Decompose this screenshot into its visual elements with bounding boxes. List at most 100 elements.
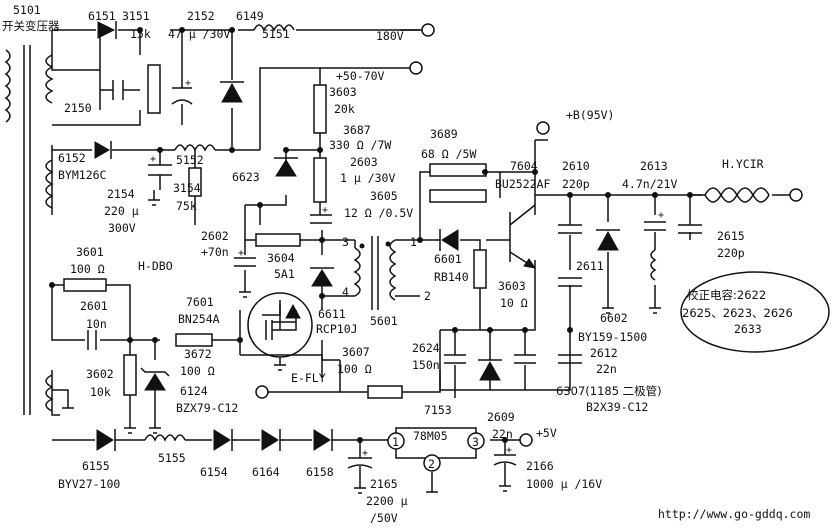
resistor-3687 (313, 157, 327, 203)
label-t-2152: 2152 (187, 9, 215, 23)
inductor-5155 (144, 434, 186, 442)
label-t-70n: +70n (201, 245, 229, 259)
capacitor-2612 (558, 354, 582, 364)
resistors (63, 64, 487, 399)
diode-6154 (213, 429, 233, 451)
label-t-15k: 15k (130, 27, 151, 41)
label-t-1u30v: 1 μ /30V (340, 171, 395, 185)
diode-6164 (261, 429, 281, 451)
label-t-100r-a: 100 Ω (70, 262, 105, 276)
label-t-2601: 2601 (80, 299, 108, 313)
capacitor-2603: + (310, 205, 332, 224)
capacitor-2610 (558, 224, 582, 234)
reg-pin-3: 3 (472, 435, 479, 449)
label-t-5101: 5101 (13, 3, 41, 17)
label-t-correction2: 2625、2623、2626 (682, 306, 793, 320)
label-t-10r: 10 Ω (500, 296, 528, 310)
svg-text:+: + (658, 210, 664, 221)
capacitor-2601 (87, 330, 97, 350)
label-t-6151: 6151 (88, 9, 116, 23)
label-t-2615: 2615 (717, 229, 745, 243)
label-t-22n-a: 22n (596, 362, 617, 376)
terminals (255, 23, 803, 447)
label-t-1000u: 1000 μ /16V (526, 477, 602, 491)
label-t-2624: 2624 (412, 341, 440, 355)
label-t-2150: 2150 (64, 101, 92, 115)
label-t-22n-b: 22n (492, 427, 513, 441)
label-t-efly: E-FLY (291, 371, 326, 385)
label-t-website: http://www.go-gddq.com (658, 507, 810, 521)
label-t-6124: 6124 (180, 384, 208, 398)
zener-6124 (140, 367, 170, 391)
label-t-3672: 3672 (184, 347, 212, 361)
resistor-3605 (429, 189, 487, 203)
resistor-3154 (188, 167, 202, 197)
terminal-hycir (789, 188, 803, 202)
label-t-100r-b: 100 Ω (180, 364, 215, 378)
diode-6307 (478, 359, 502, 381)
label-t-5601: 5601 (370, 314, 398, 328)
label-t-correction3: 2633 (734, 322, 762, 336)
label-t-6154: 6154 (200, 465, 228, 479)
label-t-2166: 2166 (526, 459, 554, 473)
svg-text:+: + (322, 205, 328, 216)
label-t-3603a: 3603 (329, 85, 357, 99)
label-t-2610: 2610 (562, 159, 590, 173)
capacitor-2609 (514, 354, 536, 364)
label-t-10k: 10k (90, 385, 111, 399)
label-t-hdbo: H-DBO (138, 259, 173, 273)
label-t-50-70v: +50-70V (336, 69, 385, 83)
label-t-3601: 3601 (76, 245, 104, 259)
resistor-3607 (367, 385, 403, 399)
correction-note-ellipse (680, 271, 830, 353)
terminal-95v (536, 121, 550, 135)
label-t-6601: 6601 (434, 252, 462, 266)
label-t-330r: 330 Ω /7W (329, 138, 391, 152)
label-t-2613: 2613 (640, 159, 668, 173)
label-t-50v: /50V (370, 511, 398, 525)
capacitor-2615 (678, 224, 702, 234)
label-t-3605: 3605 (370, 189, 398, 203)
label-t-95v: +B(95V) (566, 108, 614, 122)
transformer-5601 (353, 236, 397, 310)
label-t-rb140: RB140 (434, 270, 469, 284)
label-t-75k: 75k (176, 199, 197, 213)
label-t-pin3: 3 (342, 235, 349, 249)
label-t-3604: 3604 (267, 251, 295, 265)
label-t-5v: +5V (536, 426, 557, 440)
capacitor-2611 (558, 277, 582, 287)
label-t-2609: 2609 (487, 410, 515, 424)
inductor-hycir (704, 187, 770, 203)
label-t-6149: 6149 (236, 9, 264, 23)
label-t-78m05: 78M05 (413, 429, 448, 443)
capacitors: + + + + + + + (87, 78, 702, 469)
terminal-efly (255, 385, 269, 399)
label-t-7604: 7604 (510, 159, 538, 173)
label-t-bu2522af: BU2522AF (495, 177, 550, 191)
label-t-5155: 5155 (158, 451, 186, 465)
label-t-180v: 180V (376, 29, 404, 43)
inductor-5151 (253, 24, 295, 32)
label-t-hycir: H.YCIR (722, 157, 764, 171)
label-t-correction1: 校正电容:2622 (687, 288, 766, 302)
ground-symbols (62, 190, 661, 494)
label-t-bzx79: BZX79-C12 (176, 401, 238, 415)
capacitor-2152: + (171, 78, 193, 105)
label-t-2200u: 2200 μ (366, 494, 408, 508)
terminal-180v (421, 23, 435, 37)
diodes (94, 21, 620, 451)
label-t-3689: 3689 (430, 127, 458, 141)
diode-6155 (96, 429, 116, 451)
inductor-5152 (174, 144, 216, 152)
label-t-3687: 3687 (343, 123, 371, 137)
regulator-78m05: 1 3 2 (387, 427, 485, 472)
label-t-2612: 2612 (590, 346, 618, 360)
label-t-4n7: 4.7n/21V (622, 177, 677, 191)
reg-pin-2: 2 (428, 457, 435, 471)
capacitor-2150 (112, 80, 124, 100)
svg-text:+: + (506, 445, 512, 456)
label-t-150n: 150n (412, 358, 440, 372)
diode-6623 (274, 157, 298, 177)
label-t-2602: 2602 (201, 229, 229, 243)
resistor-3672 (175, 333, 213, 347)
